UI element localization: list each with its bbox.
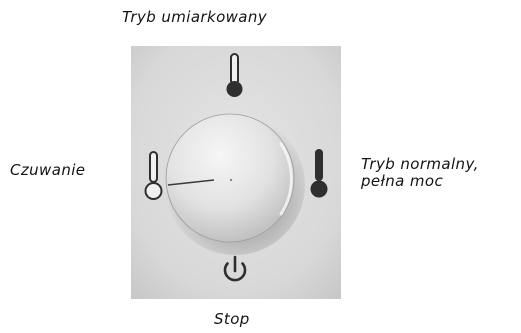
knob-center bbox=[230, 179, 232, 181]
mode-knob[interactable] bbox=[166, 114, 294, 242]
dial-panel bbox=[131, 46, 341, 299]
mode-label-moderate: Tryb umiarkowany bbox=[122, 9, 267, 26]
mode-label-normal: Tryb normalny, pełna moc bbox=[361, 156, 479, 190]
mode-label-normal-line2: pełna moc bbox=[361, 173, 479, 190]
mode-label-standby: Czuwanie bbox=[10, 162, 85, 179]
mode-label-normal-line1: Tryb normalny, bbox=[361, 156, 479, 173]
mode-label-stop: Stop bbox=[214, 311, 250, 328]
